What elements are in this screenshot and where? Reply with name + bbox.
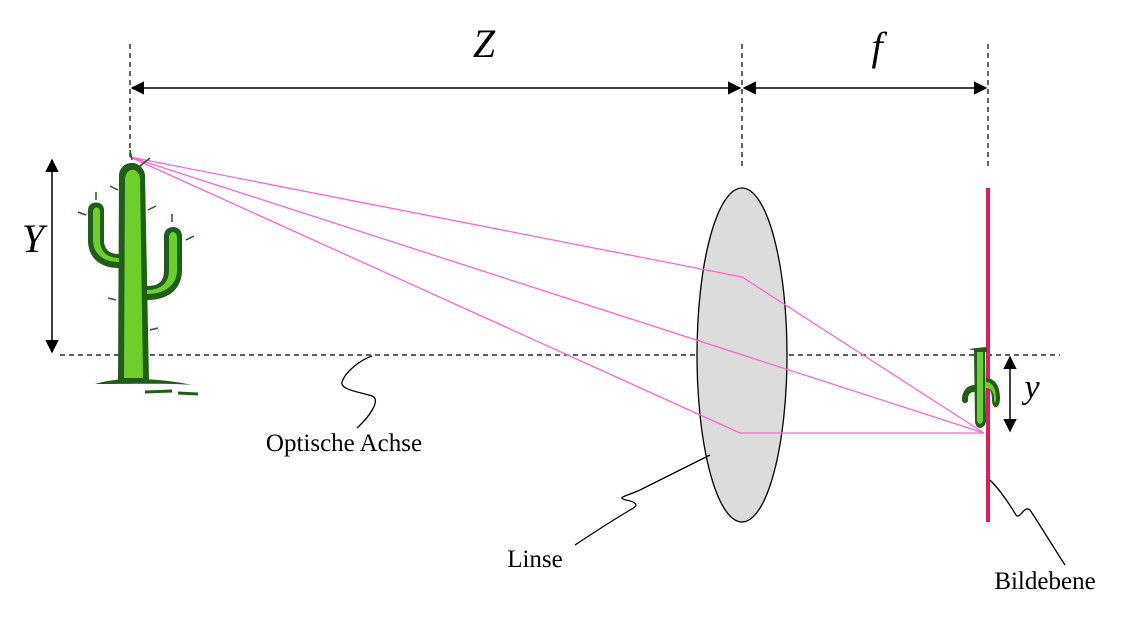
leader-lines xyxy=(341,355,1066,566)
light-rays xyxy=(129,156,985,434)
lens-leader xyxy=(574,454,711,546)
object-height-label: Y xyxy=(22,216,48,261)
object-cactus-icon xyxy=(77,149,199,396)
image-height-label: y xyxy=(1021,369,1040,406)
optical-axis-label: Optische Achse xyxy=(266,430,422,457)
z-dimension-label: Z xyxy=(473,21,496,66)
ray-lower xyxy=(129,156,984,434)
lens-label: Linse xyxy=(507,546,563,573)
optical-axis-leader xyxy=(341,355,377,429)
image-plane-label: Bildebene xyxy=(994,568,1095,595)
f-dimension-label: f xyxy=(871,24,887,69)
image-plane-leader xyxy=(989,479,1066,566)
image-cactus-icon xyxy=(962,347,1000,428)
ray-upper xyxy=(129,156,985,434)
guide-lines xyxy=(129,44,989,166)
ray-center xyxy=(129,156,985,434)
